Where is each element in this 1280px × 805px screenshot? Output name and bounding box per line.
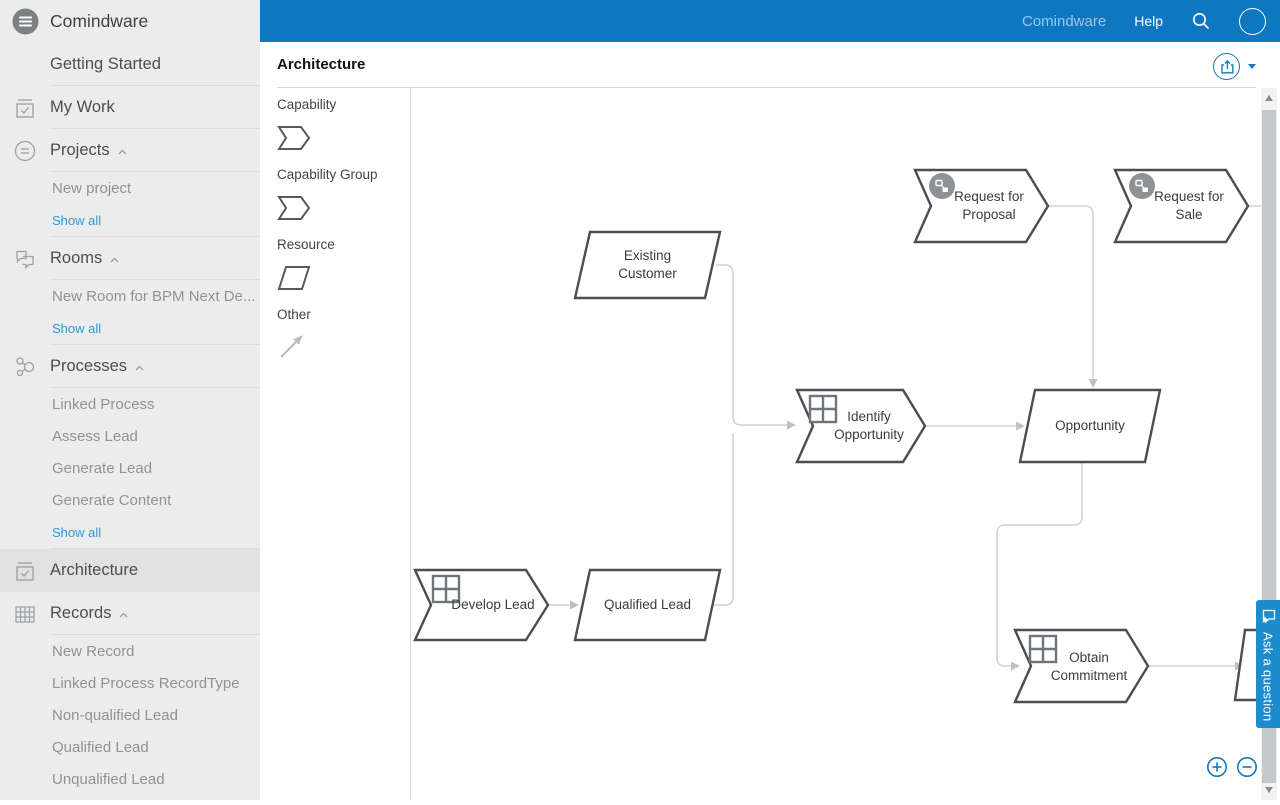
inbox-check-icon	[0, 559, 50, 583]
sidebar-item-unqualified-lead[interactable]: Unqualified Lead	[0, 763, 260, 795]
rooms-show-all-link[interactable]: Show all	[0, 312, 260, 345]
page-title: Architecture	[277, 56, 366, 73]
getting-started-label: Getting Started	[50, 55, 161, 73]
sidebar-item-processes[interactable]: Processes	[0, 345, 260, 388]
user-avatar[interactable]	[1239, 7, 1266, 35]
linked-process-recordtype-label: Linked Process RecordType	[52, 674, 240, 692]
diagram-canvas[interactable]	[410, 88, 1280, 800]
chevron-up-icon	[110, 250, 119, 268]
topbar: Comindware Help	[260, 0, 1280, 42]
sidebar-item-qualified-lead[interactable]: Qualified Lead	[0, 731, 260, 763]
zoom-in-button[interactable]	[1206, 756, 1228, 778]
sidebar-item-generate-content[interactable]: Generate Content	[0, 484, 260, 516]
scroll-down-arrow[interactable]	[1265, 787, 1273, 793]
sidebar-item-new-record[interactable]: New Record	[0, 635, 260, 667]
connector-qualified-to-identify[interactable]	[712, 433, 734, 606]
capability-group-shape-icon[interactable]	[277, 195, 311, 226]
connector-opportunity-to-obtain[interactable]	[996, 462, 1083, 667]
palette-label-other: Other	[277, 307, 311, 322]
new-record-label: New Record	[52, 642, 135, 660]
palette-label-resource: Resource	[277, 237, 335, 252]
generate-lead-label: Generate Lead	[52, 459, 153, 477]
ask-a-question-tab[interactable]: Ask a question	[1256, 600, 1280, 728]
sidebar-item-non-qualified-lead[interactable]: Non-qualified Lead	[0, 699, 260, 731]
chevron-up-icon	[118, 142, 127, 160]
linked-process-badge-icon	[929, 173, 955, 199]
processes-label: Processes	[50, 357, 128, 375]
projects-label: Projects	[50, 141, 110, 159]
sidebar-item-getting-started[interactable]: Getting Started	[0, 43, 260, 86]
expand-icon[interactable]	[431, 574, 461, 604]
qualified-lead-label: Qualified Lead	[52, 738, 149, 756]
chevron-up-icon	[135, 358, 144, 376]
export-button[interactable]	[1213, 53, 1240, 80]
node-opportunity-shape[interactable]	[1018, 388, 1162, 464]
export-dropdown-caret[interactable]	[1248, 64, 1256, 69]
records-label: Records	[50, 604, 112, 622]
shape-palette: Capability Capability Group Resource Oth…	[260, 88, 410, 800]
help-link[interactable]: Help	[1134, 13, 1163, 29]
app-logo-label: Comindware	[50, 11, 149, 31]
menu-icon[interactable]	[0, 8, 50, 35]
expand-icon[interactable]	[808, 394, 838, 424]
palette-divider	[410, 88, 411, 800]
rooms-label: Rooms	[50, 249, 103, 267]
sidebar-item-new-project[interactable]: New project	[0, 172, 260, 204]
topbar-brand-link[interactable]: Comindware	[1022, 12, 1107, 30]
chevron-up-icon	[119, 605, 128, 623]
non-qualified-lead-label: Non-qualified Lead	[52, 706, 178, 724]
sidebar-item-records[interactable]: Records	[0, 592, 260, 635]
processes-icon	[0, 354, 50, 380]
export-icon	[1220, 59, 1233, 73]
node-existing-customer-shape[interactable]	[573, 230, 722, 300]
show-all-label: Show all	[52, 525, 102, 540]
search-icon[interactable]	[1191, 11, 1211, 31]
new-project-label: New project	[52, 179, 132, 197]
records-icon	[0, 602, 50, 626]
sidebar: Comindware Getting Started My Work Proje…	[0, 0, 260, 800]
palette-label-capability: Capability	[277, 97, 337, 112]
linked-process-badge-icon	[1129, 173, 1155, 199]
show-all-label: Show all	[52, 213, 102, 228]
sidebar-item-assess-lead[interactable]: Assess Lead	[0, 420, 260, 452]
expand-icon[interactable]	[1028, 634, 1058, 664]
connector-arrow-icon[interactable]	[277, 331, 307, 366]
chat-bubble-icon	[1262, 609, 1275, 624]
new-room-label: New Room for BPM Next De...	[52, 287, 256, 305]
inbox-check-icon	[0, 96, 50, 120]
show-all-label: Show all	[52, 321, 102, 336]
connector-proposal-to-opportunity[interactable]	[1048, 205, 1094, 379]
linked-process-label: Linked Process	[52, 395, 155, 413]
generate-content-label: Generate Content	[52, 491, 172, 509]
architecture-label: Architecture	[50, 561, 139, 579]
scroll-up-arrow[interactable]	[1265, 95, 1273, 101]
projects-show-all-link[interactable]: Show all	[0, 204, 260, 237]
sidebar-item-logo[interactable]: Comindware	[0, 0, 260, 43]
assess-lead-label: Assess Lead	[52, 427, 138, 445]
sidebar-item-my-work[interactable]: My Work	[0, 86, 260, 129]
node-qualified-lead-shape[interactable]	[573, 568, 722, 642]
header-divider	[277, 87, 1256, 88]
sidebar-item-projects[interactable]: Projects	[0, 129, 260, 172]
rooms-icon	[0, 247, 50, 271]
connector-existing-to-identify[interactable]	[716, 264, 787, 426]
sidebar-item-linked-process[interactable]: Linked Process	[0, 388, 260, 420]
projects-icon	[0, 138, 50, 164]
sidebar-item-rooms[interactable]: Rooms	[0, 237, 260, 280]
palette-label-capability-group: Capability Group	[277, 167, 378, 182]
sidebar-item-new-room[interactable]: New Room for BPM Next De...	[0, 280, 260, 312]
processes-show-all-link[interactable]: Show all	[0, 516, 260, 549]
sidebar-item-linked-process-recordtype[interactable]: Linked Process RecordType	[0, 667, 260, 699]
ask-a-question-label: Ask a question	[1260, 632, 1276, 722]
zoom-out-button[interactable]	[1236, 756, 1258, 778]
my-work-label: My Work	[50, 98, 115, 116]
capability-shape-icon[interactable]	[277, 125, 311, 156]
resource-shape-icon[interactable]	[277, 265, 311, 296]
sidebar-item-generate-lead[interactable]: Generate Lead	[0, 452, 260, 484]
sidebar-item-architecture[interactable]: Architecture	[0, 549, 260, 592]
unqualified-lead-label: Unqualified Lead	[52, 770, 165, 788]
